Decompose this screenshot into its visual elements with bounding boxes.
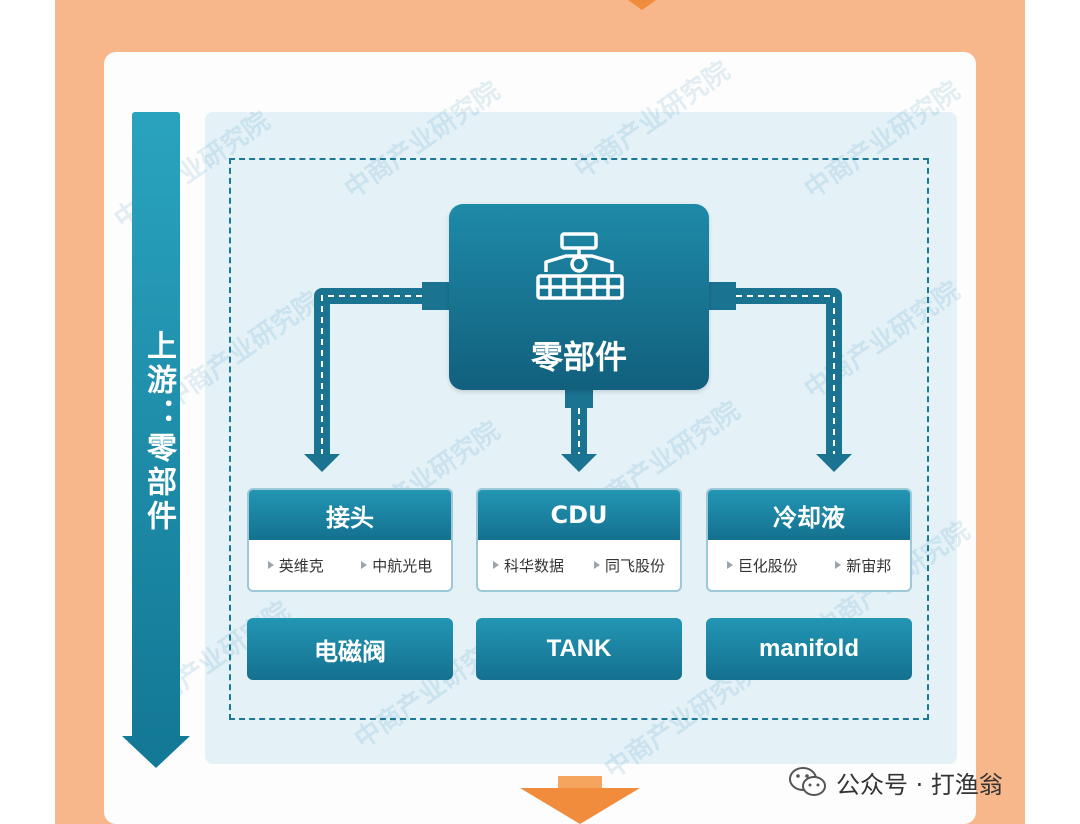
company-item: 新宙邦 [835,555,891,576]
bullet-icon [726,561,733,569]
box-solenoid-valve: 电磁阀 [247,618,453,680]
footer-text: 公众号 · 打渔翁 [836,770,1003,799]
box-tank: TANK [476,618,682,680]
company-item: 中航光电 [361,555,432,576]
sidebar-label: 上游：零部件 [141,330,176,534]
bullet-icon [593,561,600,569]
card-title: 冷却液 [708,490,910,540]
company-item: 英维克 [267,555,324,576]
sidebar-down-arrow [122,736,190,768]
card-cdu: CDU 科华数据 同飞股份 [476,488,682,592]
box-manifold: manifold [706,618,912,680]
dashed-frame [229,158,929,720]
central-label: 零部件 [530,338,627,376]
bottom-down-arrow [520,776,640,824]
card-title: 接头 [249,490,451,540]
company-item: 巨化股份 [726,555,798,576]
company-item: 同飞股份 [593,555,665,576]
bullet-icon [835,561,842,569]
top-arrow-tip [628,0,656,10]
wechat-icon [789,767,826,796]
bullet-icon [267,561,274,569]
card-title: CDU [478,490,680,540]
bullet-icon [492,561,499,569]
company-item: 科华数据 [492,555,564,576]
card-coolant: 冷却液 巨化股份 新宙邦 [706,488,912,592]
card-connector: 接头 英维克 中航光电 [247,488,453,592]
upstream-sidebar [132,112,180,738]
bullet-icon [361,561,368,569]
robotic-arm-icon [536,232,624,300]
wechat-footer: 公众号 · 打渔翁 [788,760,1003,804]
